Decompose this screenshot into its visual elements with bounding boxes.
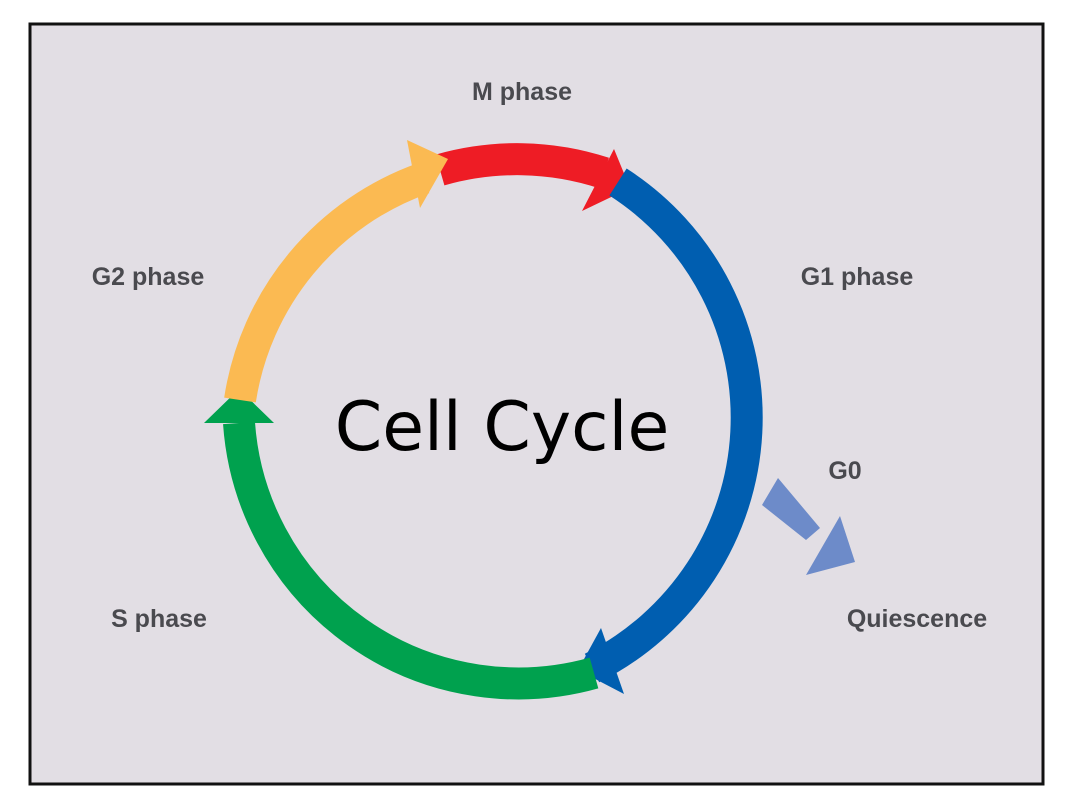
quiescence-label: Quiescence (847, 605, 987, 633)
g0-arrow (762, 478, 855, 575)
s-phase-label: S phase (111, 605, 207, 633)
g2-phase-arrowhead (407, 140, 448, 208)
m-phase-label: M phase (472, 78, 572, 106)
g1-phase-arc (578, 168, 763, 694)
g0-label: G0 (828, 457, 861, 485)
s-phase-arc (204, 389, 599, 700)
g1-phase-label: G1 phase (801, 263, 914, 291)
diagram-title: Cell Cycle (335, 388, 670, 467)
g2-phase-arc (224, 140, 448, 403)
g1-phase-arrowhead (578, 628, 624, 694)
s-phase-arrowhead (204, 389, 274, 423)
g2-phase-label: G2 phase (92, 263, 205, 291)
m-phase-arrowhead (582, 149, 630, 211)
m-phase-arc (435, 143, 630, 211)
